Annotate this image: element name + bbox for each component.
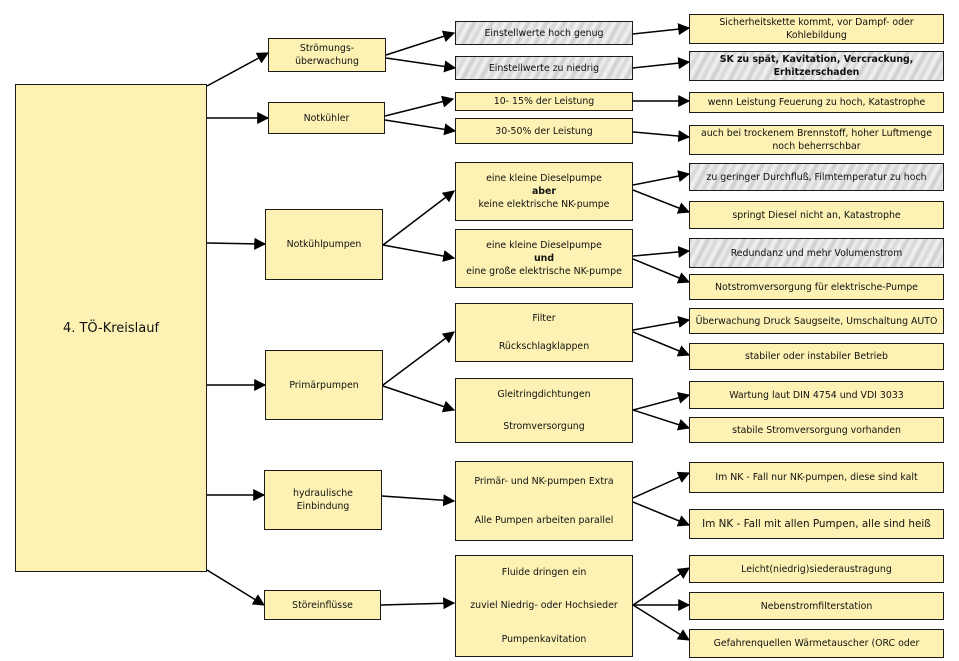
- outcome-notstromversorgung: Notstromversorgung für elektrische-Pumpe: [689, 274, 944, 300]
- branch-notkuehler: Notkühler: [268, 102, 385, 134]
- outcome-ueberwachung-druck: Überwachung Druck Saugseite, Umschaltung…: [689, 308, 944, 334]
- outcome-wartung-din: Wartung laut DIN 4754 und VDI 3033: [689, 381, 944, 409]
- item-text: und: [533, 253, 555, 264]
- outcome-text: Wartung laut DIN 4754 und VDI 3033: [729, 389, 904, 401]
- branch-label-line: Notkühlpumpen: [286, 239, 362, 250]
- outcome-nebenstromfilterstation: Nebenstromfilterstation: [689, 592, 944, 620]
- item-text: Alle Pumpen arbeiten parallel: [474, 515, 614, 526]
- item-text: Fluide dringen ein: [501, 567, 587, 579]
- branch-notkuehlpumpen: Notkühlpumpen: [265, 209, 383, 280]
- outcome-text: Erhitzerschaden: [773, 67, 860, 78]
- outcome-text: Im NK - Fall nur NK-pumpen, diese sind k…: [715, 472, 918, 483]
- item-text: eine kleine Dieselpumpe: [486, 173, 602, 184]
- outcome-text: Im NK - Fall mit allen Pumpen, alle sind…: [702, 517, 931, 530]
- outcome-siederaustragung: Leicht(niedrig)siederaustragung: [689, 555, 944, 583]
- root-label: 4. TÖ-Kreislauf: [62, 320, 160, 336]
- outcome-text: stabile Stromversorgung vorhanden: [732, 424, 901, 436]
- outcome-trockener-brennstoff: auch bei trockenem Brennstoff, hoher Luf…: [689, 125, 944, 155]
- item-10-15-leistung: 10- 15% der Leistung: [455, 92, 633, 111]
- outcome-text: noch beherrschbar: [772, 141, 861, 152]
- branch-label-line: Einbindung: [296, 501, 350, 512]
- item-fluide-dringen-ein: Fluide dringen ein zuviel Niedrig- oder …: [455, 555, 633, 657]
- item-text: keine elektrische NK-pumpe: [478, 199, 610, 210]
- outcome-text: Nebenstromfilterstation: [760, 600, 873, 612]
- item-text: 10- 15% der Leistung: [493, 96, 595, 107]
- branch-label-line: Notkühler: [303, 112, 350, 124]
- item-text: eine große elektrische NK-pumpe: [466, 266, 622, 277]
- outcome-text: stabiler oder instabiler Betrieb: [744, 351, 889, 362]
- item-text: zuviel Niedrig- oder Hochsieder: [470, 600, 618, 612]
- outcome-text: Sicherheitskette kommt, vor Dampf- oder: [719, 17, 914, 28]
- outcome-text: Kohlebildung: [786, 30, 847, 41]
- branch-hydraulische-einbindung: hydraulische Einbindung: [264, 470, 382, 530]
- item-text: eine kleine Dieselpumpe: [486, 240, 602, 251]
- outcome-text: springt Diesel nicht an, Katastrophe: [732, 209, 901, 221]
- outcome-stabile-stromversorgung: stabile Stromversorgung vorhanden: [689, 417, 944, 443]
- branch-primaerpumpen: Primärpumpen: [265, 350, 383, 420]
- outcome-text: Notstromversorgung für elektrische-Pumpe: [715, 281, 918, 293]
- item-text: Pumpenkavitation: [501, 633, 587, 645]
- item-30-50-leistung: 30-50% der Leistung: [455, 118, 633, 144]
- outcome-sicherheitskette: Sicherheitskette kommt, vor Dampf- oder …: [689, 14, 944, 44]
- outcome-text: Gefahrenquellen Wärmetauscher (ORC oder: [713, 638, 920, 649]
- item-text: Einstellwerte hoch genug: [484, 27, 604, 39]
- outcome-text: Leicht(niedrig)siederaustragung: [741, 563, 892, 575]
- item-dieselpumpe-und: eine kleine Dieselpumpe und eine große e…: [455, 229, 633, 288]
- outcome-nk-pumpen-kalt: Im NK - Fall nur NK-pumpen, diese sind k…: [689, 462, 944, 493]
- outcome-alle-pumpen-heiss: Im NK - Fall mit allen Pumpen, alle sind…: [689, 509, 944, 539]
- outcome-text: SK zu spät, Kavitation, Vercrackung,: [719, 54, 914, 65]
- item-text: Einstellwerte zu niedrig: [488, 62, 600, 74]
- item-text: Stromversorgung: [503, 420, 585, 432]
- item-text: Rückschlagklappen: [498, 341, 590, 353]
- item-einstellwerte-niedrig: Einstellwerte zu niedrig: [455, 56, 633, 80]
- item-pumpen-parallel: Primär- und NK-pumpen Extra Alle Pumpen …: [455, 461, 633, 541]
- item-gleitringdichtungen: Gleitringdichtungen Stromversorgung: [455, 378, 633, 443]
- branch-label-line: Primärpumpen: [289, 379, 359, 391]
- item-filter-rueckschlagklappen: Filter Rückschlagklappen: [455, 303, 633, 362]
- outcome-text: wenn Leistung Feuerung zu hoch, Katastro…: [707, 97, 926, 108]
- branch-stroemungsueberwachung: Strömungs- überwachung: [268, 38, 386, 72]
- item-einstellwerte-hoch: Einstellwerte hoch genug: [455, 21, 633, 45]
- outcome-text: Redundanz und mehr Volumenstrom: [730, 247, 903, 259]
- item-dieselpumpe-aber: eine kleine Dieselpumpe aber keine elekt…: [455, 162, 633, 221]
- outcome-geringer-durchfluss: zu geringer Durchfluß, Filmtemperatur zu…: [689, 163, 944, 191]
- outcome-leistung-feuerung: wenn Leistung Feuerung zu hoch, Katastro…: [689, 92, 944, 113]
- item-text: Gleitringdichtungen: [497, 389, 591, 401]
- outcome-diesel-springt-nicht-an: springt Diesel nicht an, Katastrophe: [689, 201, 944, 229]
- outcome-redundanz: Redundanz und mehr Volumenstrom: [689, 238, 944, 268]
- branch-label-line: Störeinflüsse: [292, 599, 353, 611]
- root-node: 4. TÖ-Kreislauf: [15, 84, 207, 572]
- outcome-text: zu geringer Durchfluß, Filmtemperatur zu…: [706, 171, 927, 183]
- outcome-text: auch bei trockenem Brennstoff, hoher Luf…: [700, 128, 932, 139]
- item-text: 30-50% der Leistung: [495, 125, 593, 137]
- item-text: Filter: [532, 312, 556, 324]
- branch-label-line: überwachung: [295, 56, 359, 67]
- branch-label-line: Strömungs-: [299, 43, 355, 54]
- branch-stoereinfluesse: Störeinflüsse: [264, 590, 381, 620]
- outcome-text: Überwachung Druck Saugseite, Umschaltung…: [695, 315, 938, 327]
- item-text: aber: [531, 186, 557, 197]
- item-text: Primär- und NK-pumpen Extra: [474, 476, 614, 487]
- branch-label-line: hydraulische: [293, 488, 353, 499]
- outcome-gefahrenquellen: Gefahrenquellen Wärmetauscher (ORC oder: [689, 629, 944, 658]
- outcome-sk-zu-spaet: SK zu spät, Kavitation, Vercrackung, Erh…: [689, 51, 944, 81]
- outcome-stabiler-betrieb: stabiler oder instabiler Betrieb: [689, 343, 944, 370]
